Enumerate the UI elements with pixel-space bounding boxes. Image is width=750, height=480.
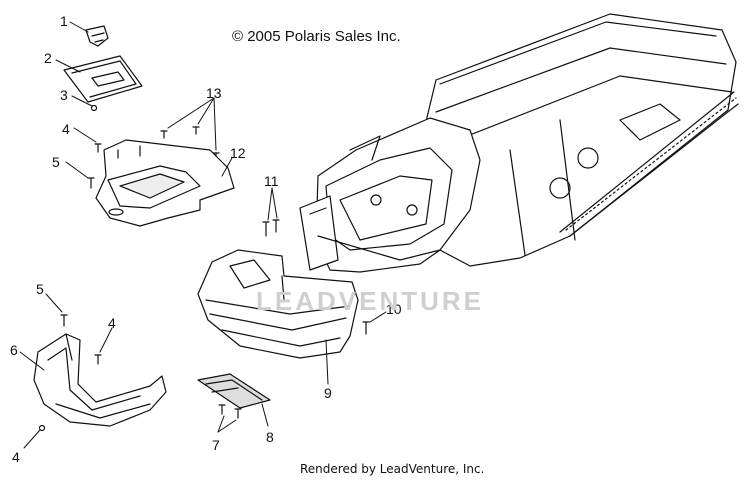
callout-5-lower: 5 — [36, 281, 44, 297]
part-2-plate — [63, 55, 143, 103]
callout-1: 1 — [60, 13, 68, 29]
watermark: LEADVENTURE — [256, 286, 485, 316]
callout-10: 10 — [386, 301, 402, 317]
callout-3: 3 — [60, 87, 68, 103]
part-3-screw — [90, 104, 98, 112]
part-11-bolts — [262, 219, 280, 237]
part-5-screw-lower — [60, 314, 68, 327]
callout-2: 2 — [44, 50, 52, 66]
part-7-screws — [218, 404, 242, 419]
callout-11: 11 — [264, 173, 279, 189]
part-10-bolt — [362, 321, 370, 335]
leader-lines — [19, 21, 387, 449]
footer-credit: Rendered by LeadVenture, Inc. — [300, 462, 485, 476]
part-9-nose-pan — [197, 249, 359, 359]
callout-5: 5 — [52, 154, 60, 170]
callout-6: 6 — [10, 342, 18, 358]
front-bulkhead — [299, 117, 481, 273]
part-1-clip — [85, 25, 109, 47]
part-8-plate — [197, 373, 271, 409]
part-4-screw-upper — [94, 143, 102, 153]
callout-4: 4 — [62, 121, 70, 137]
callout-4-mid: 4 — [108, 315, 116, 331]
callout-7: 7 — [212, 437, 220, 453]
callout-8: 8 — [266, 429, 274, 445]
copyright-notice: © 2005 Polaris Sales Inc. — [232, 28, 401, 45]
callout-labels: 1 2 3 4 5 13 12 11 5 4 6 4 10 9 7 8 — [10, 13, 402, 465]
callout-13: 13 — [206, 85, 222, 101]
callout-9: 9 — [324, 385, 332, 401]
callout-12: 12 — [230, 145, 246, 161]
chassis-tunnel — [409, 13, 739, 267]
callout-4-lower: 4 — [12, 449, 20, 465]
part-12-tray — [95, 139, 235, 227]
part-6-bumper — [33, 333, 167, 427]
part-5-screw-upper — [87, 177, 95, 189]
part-4-screws-lower — [38, 354, 102, 432]
